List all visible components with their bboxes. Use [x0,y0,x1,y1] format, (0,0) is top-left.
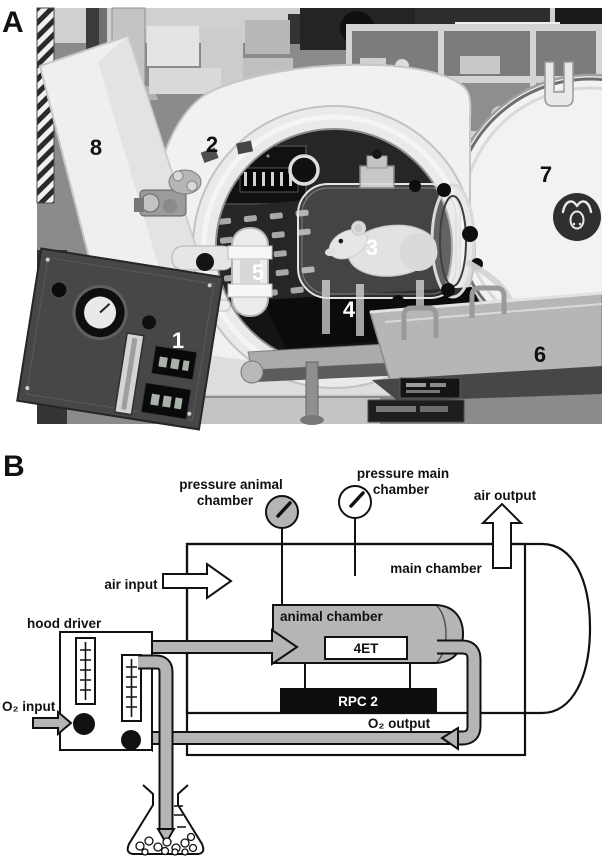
animal-chamber-photo [297,149,518,339]
air-input-label: air input [104,577,158,592]
chamber-top-port [359,165,395,189]
o2-valve-1 [73,713,95,735]
flask-bubbles [135,832,198,856]
animal-chamber-label: animal chamber [280,609,384,624]
interior-porthole [288,154,320,186]
chamber-fittings [134,140,273,317]
valve-knob [196,253,214,271]
panel-b-diagram: B main chamber pressure animal chamber p… [2,450,592,856]
panel-a-photo: A 1 2 3 4 5 6 7 8 [2,6,602,431]
rat-eye [338,238,344,244]
air-output-arrow: air output [474,488,537,569]
photo-number-2: 2 [206,132,218,157]
pressure-main-gauge: pressure main chamber [338,466,449,576]
photo-number-3: 3 [366,235,378,260]
o2-valve-2 [121,730,141,750]
main-chamber-label: main chamber [390,561,482,576]
photo-number-5: 5 [252,260,264,285]
air-output-label: air output [474,488,537,503]
main-chamber-outline [185,542,592,715]
tray-handle [401,305,439,340]
flask-tube [138,654,176,846]
panel-b-label: B [3,450,25,483]
tray [369,285,602,402]
pressure-main-label-1: pressure main [357,466,449,481]
rpc2-label: RPC 2 [338,694,378,709]
photo-number-8: 8 [90,135,102,160]
photo-number-6: 6 [534,342,546,367]
4et-box [324,636,408,660]
door-hinge-fork [544,61,574,107]
hood-driver: hood driver O₂ input [2,616,153,751]
rpc2-box [280,688,437,713]
chamber-stand [200,360,465,425]
tray-label-plate [399,377,461,399]
photo-number-7: 7 [540,162,552,187]
pressure-animal-label-1: pressure animal [179,477,283,492]
o2-input-arrow [32,709,73,737]
photo-number-4: 4 [343,297,356,322]
panel-a-label: A [2,6,24,39]
rpc2-controller: RPC 2 [280,663,437,713]
photo-number-1: 1 [172,328,184,353]
panel-knob [50,281,68,299]
rat [324,220,438,277]
o2-output-label: O₂ output [368,716,431,731]
4et-label: 4ET [354,641,380,656]
pressure-animal-gauge: pressure animal chamber [179,477,299,605]
o2-return-tube [437,639,482,751]
pressure-animal-label-2: chamber [197,493,254,508]
control-panel [16,247,225,431]
flowmeter-2 [121,654,142,722]
tray-handle [469,285,507,318]
animal-chamber-box: animal chamber 4ET [272,604,465,664]
hood-driver-label: hood driver [27,616,102,631]
o2-input-label: O₂ input [2,699,56,714]
air-input-arrow: air input [104,562,233,600]
pressure-main-label-2: chamber [373,482,430,497]
bull-logo [553,193,601,241]
flowmeter-1 [75,637,96,705]
